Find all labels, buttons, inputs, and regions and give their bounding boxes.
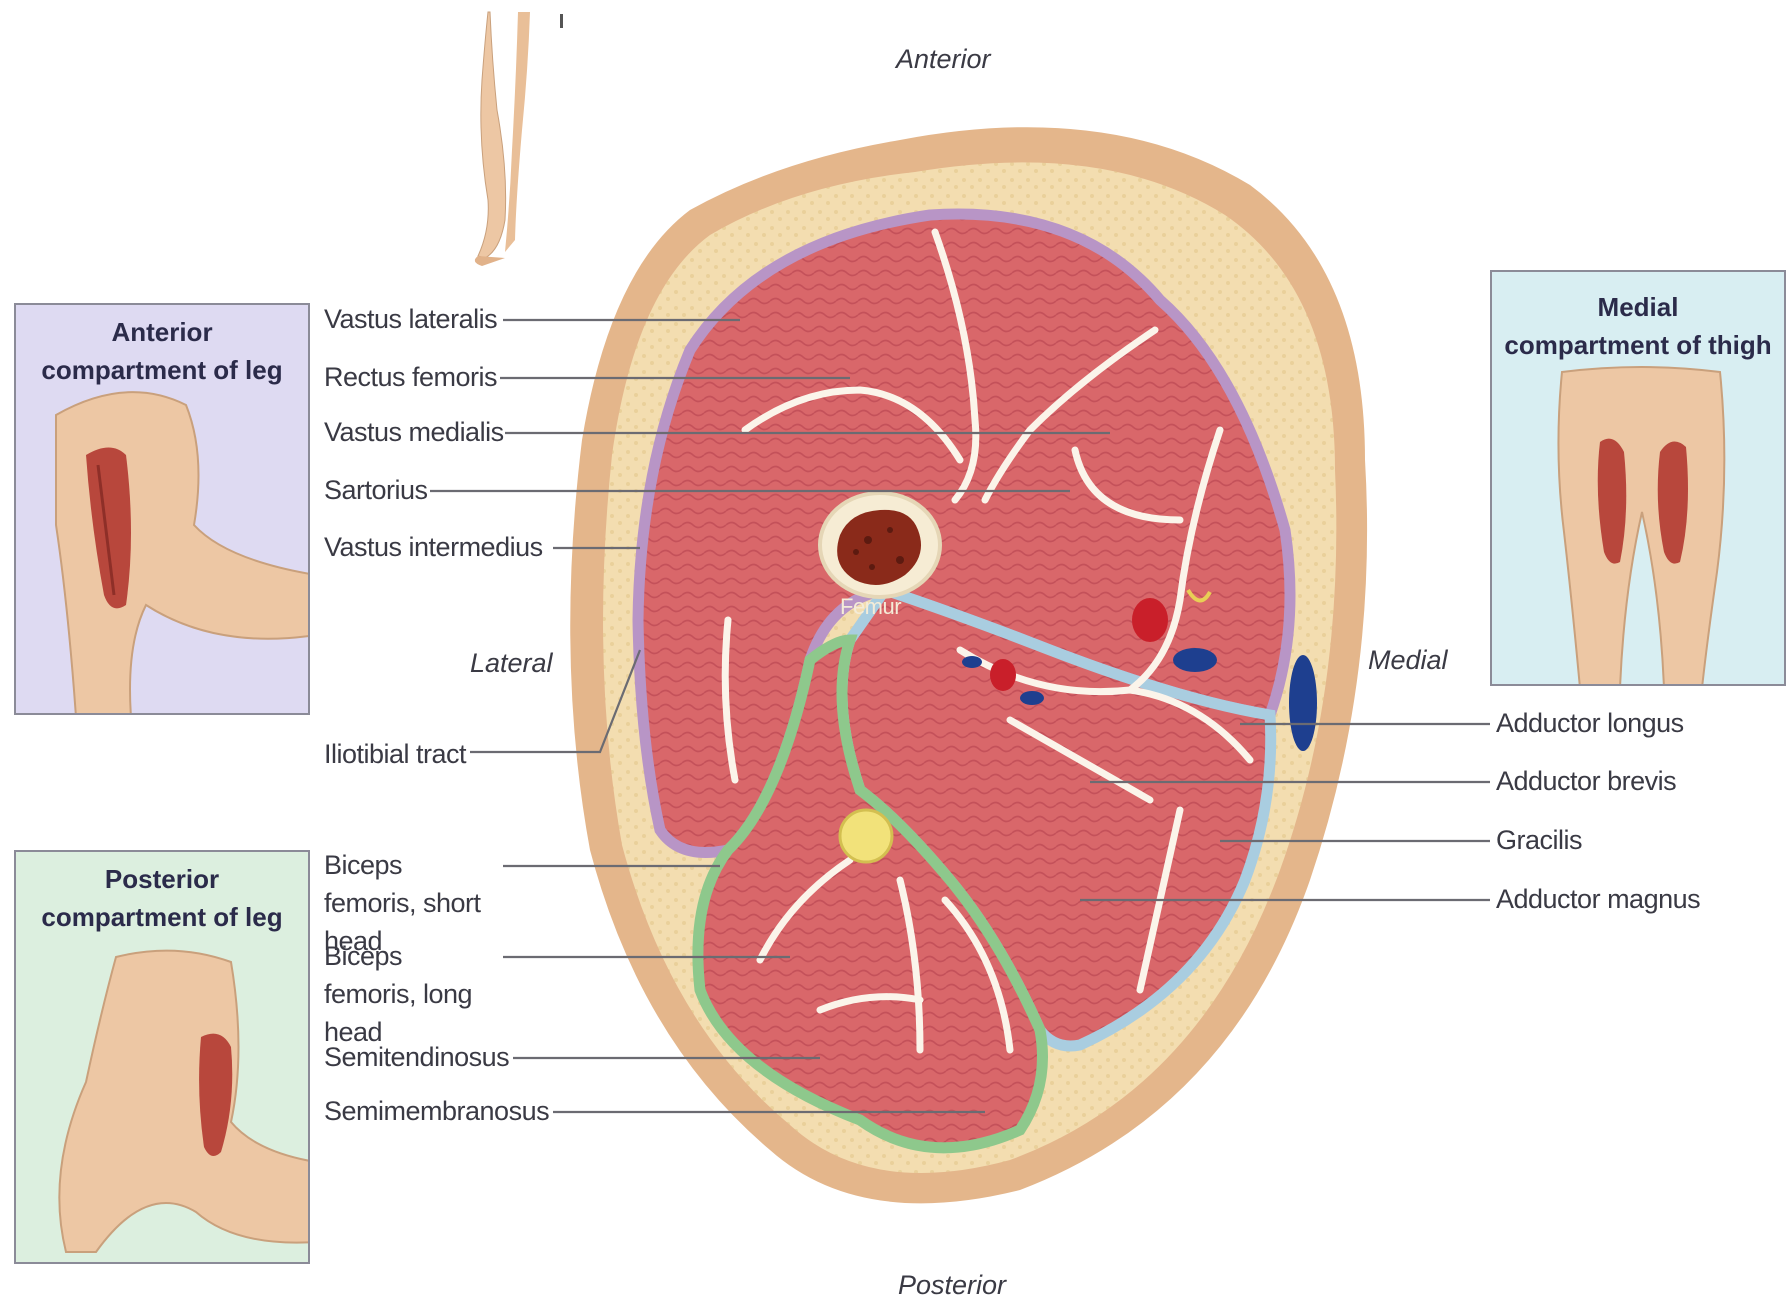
- posterior-compartment-box: Posterior compartment of leg: [14, 850, 310, 1264]
- deep-femoral-artery: [990, 659, 1016, 691]
- label-adductor-magnus: Adductor magnus: [1496, 881, 1700, 918]
- posterior-box-title-line1: Posterior: [16, 860, 308, 898]
- medial-box-title-line2: compartment of thigh: [1492, 326, 1784, 364]
- orientation-medial: Medial: [1368, 645, 1448, 676]
- label-vastus-intermedius: Vastus intermedius: [324, 529, 543, 566]
- label-biceps-femoris-long-head: Biceps femoris, long head: [324, 937, 500, 1051]
- label-gracilis: Gracilis: [1496, 822, 1582, 859]
- femoral-artery: [1132, 598, 1168, 642]
- anterior-box-title-line1: Anterior: [16, 313, 308, 351]
- label-iliotibial-tract: Iliotibial tract: [324, 736, 466, 773]
- deep-femoral-vein: [962, 656, 982, 668]
- anterior-box-title-line2: compartment of leg: [16, 351, 308, 389]
- femur-label: Femur: [840, 588, 901, 625]
- label-semimembranosus: Semimembranosus: [324, 1093, 549, 1130]
- deep-femoral-vein-2: [1020, 691, 1044, 705]
- label-rectus-femoris: Rectus femoris: [324, 359, 497, 396]
- label-sartorius: Sartorius: [324, 472, 428, 509]
- label-semitendinosus: Semitendinosus: [324, 1039, 509, 1076]
- femoral-vein: [1173, 648, 1217, 672]
- great-saphenous-vein: [1289, 655, 1317, 751]
- medial-box-title-line1: Medial: [1492, 288, 1784, 326]
- label-vastus-medialis: Vastus medialis: [324, 414, 504, 451]
- posterior-box-title-line2: compartment of leg: [16, 898, 308, 936]
- orientation-lateral: Lateral: [470, 648, 553, 679]
- orientation-posterior: Posterior: [898, 1270, 1006, 1301]
- label-vastus-lateralis: Vastus lateralis: [324, 301, 497, 338]
- sciatic-nerve: [840, 810, 892, 862]
- medial-compartment-box: Medial compartment of thigh: [1490, 270, 1786, 686]
- anterior-compartment-box: Anterior compartment of leg: [14, 303, 310, 715]
- label-adductor-brevis: Adductor brevis: [1496, 763, 1676, 800]
- label-adductor-longus: Adductor longus: [1496, 705, 1684, 742]
- orientation-anterior: Anterior: [896, 44, 991, 75]
